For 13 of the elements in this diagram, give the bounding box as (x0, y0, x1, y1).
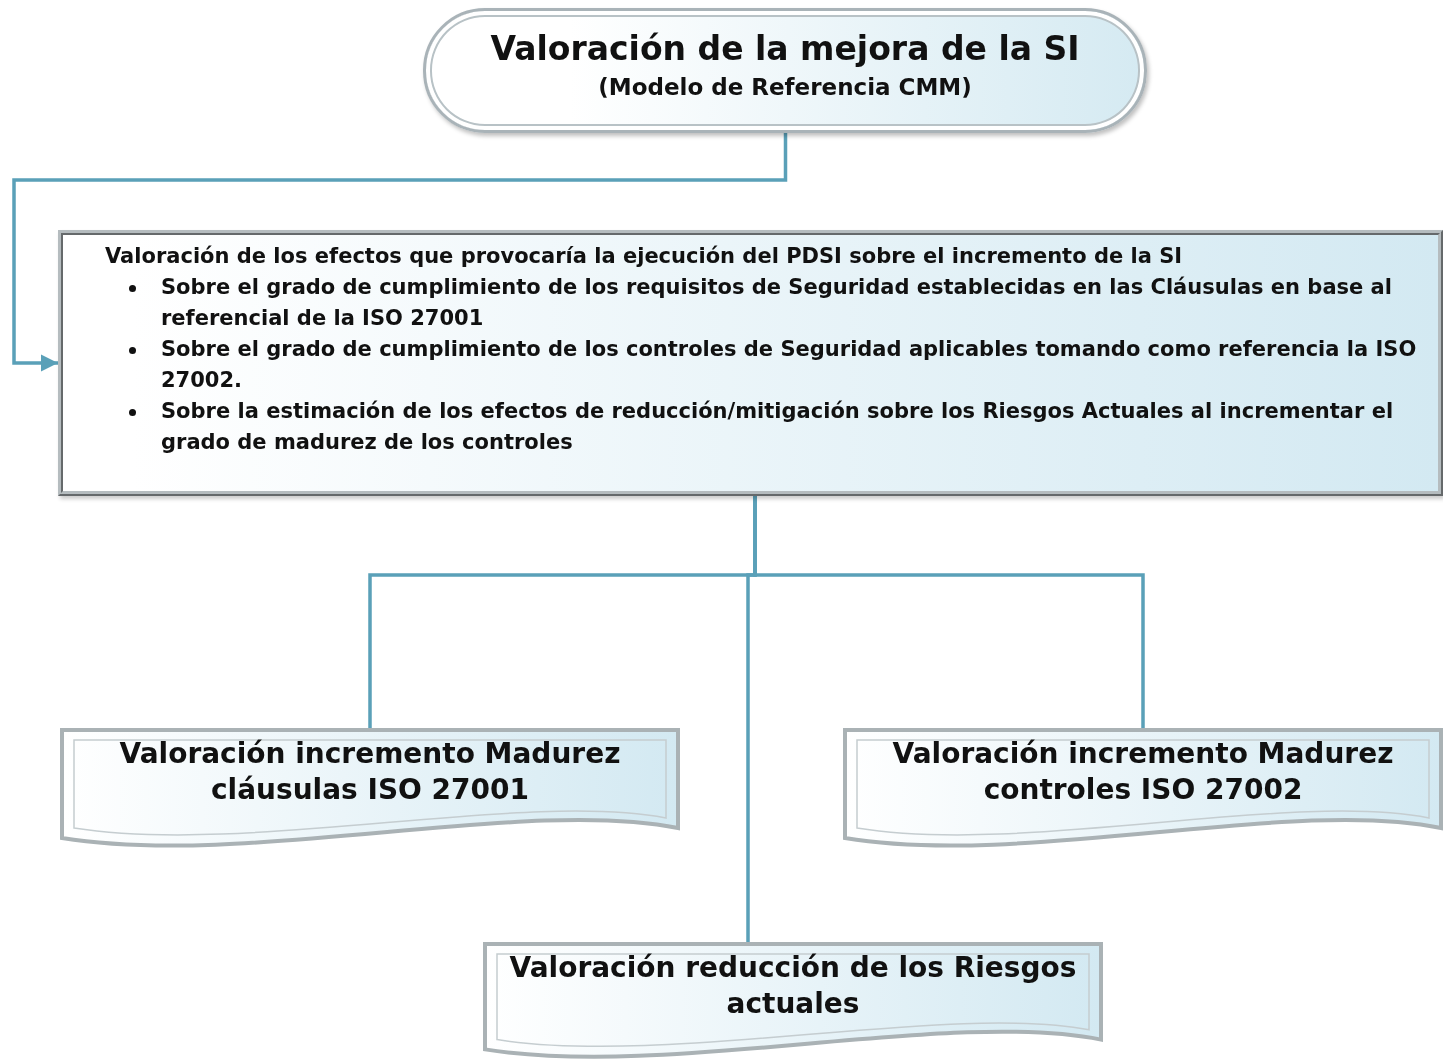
bullet-text: Sobre la estimación de los efectos de reducción/mitigación sobre los Riesgos Actuales al incrementar el grado de madurez de los controles (161, 398, 1395, 456)
node-label: Valoración reducción de los Riesgos actuales (508, 950, 1078, 1022)
connector-line (746, 496, 757, 942)
bullet-text: Sobre el grado de cumplimiento de los requisitos de Seguridad establecidas en las Cláusulas en base al referencial de la ISO 27001 (161, 274, 1393, 332)
node-label: Valoración incremento Madurez cláusulas ISO 27001 (118, 736, 622, 808)
node-label: Valoración incremento Madurez controles ISO 27002 (891, 736, 1395, 808)
heading-text: Valoración de los efectos que provocaría la ejecución del PDSI sobre el incremento de la SI (105, 243, 1184, 270)
title-pill (423, 8, 1147, 133)
arrow (12, 133, 788, 372)
subtitle-text: (Modelo de Referencia CMM) (597, 74, 973, 100)
title-text: Valoración de la mejora de la SI (489, 29, 1081, 68)
description-panel (58, 230, 1443, 496)
bullet-text: Sobre el grado de cumplimiento de los controles de Seguridad aplicables tomando como referencia la ISO 27002. (161, 336, 1418, 394)
